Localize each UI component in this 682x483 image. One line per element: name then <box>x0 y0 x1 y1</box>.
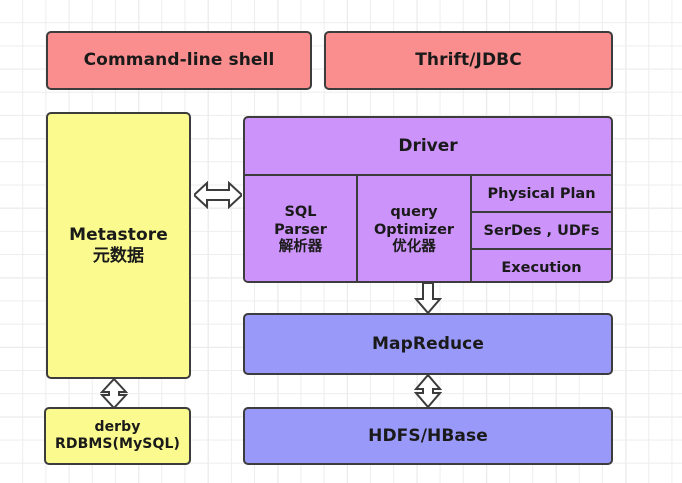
derby-label-line1: derby <box>94 419 141 436</box>
node-execution[interactable]: Execution <box>472 250 611 281</box>
node-hdfs-hbase[interactable]: HDFS/HBase <box>243 407 613 465</box>
node-thrift-jdbc[interactable]: Thrift/JDBC <box>324 31 613 90</box>
node-sql-parser[interactable]: SQL Parser 解析器 <box>245 176 358 281</box>
query-optimizer-line1: query <box>390 203 438 220</box>
sql-parser-line2: Parser <box>274 221 327 238</box>
node-label: Command-line shell <box>83 50 275 71</box>
down-arrow-icon <box>414 283 442 313</box>
query-optimizer-line2: Optimizer <box>373 221 455 238</box>
query-optimizer-line3: 优化器 <box>392 239 436 256</box>
node-metastore[interactable]: Metastore 元数据 <box>46 112 191 379</box>
metastore-labels: Metastore 元数据 <box>69 225 168 265</box>
node-command-line-shell[interactable]: Command-line shell <box>46 31 312 90</box>
node-label: MapReduce <box>372 333 484 354</box>
node-label: HDFS/HBase <box>368 425 488 446</box>
sql-parser-line3: 解析器 <box>278 239 323 256</box>
node-physical-plan[interactable]: Physical Plan <box>472 176 611 213</box>
metastore-label-en: Metastore <box>69 225 168 246</box>
metastore-label-zh: 元数据 <box>92 245 145 266</box>
node-query-optimizer[interactable]: query Optimizer 优化器 <box>358 176 472 281</box>
query-optimizer-labels: query Optimizer 优化器 <box>374 204 454 257</box>
double-vertical-arrow-icon <box>414 375 442 407</box>
node-label: Physical Plan <box>487 185 596 202</box>
derby-labels: derby RDBMS(MySQL) <box>55 419 180 452</box>
node-label: Thrift/JDBC <box>415 50 522 71</box>
node-serdes-udfs[interactable]: SerDes , UDFs <box>472 213 611 250</box>
double-horizontal-arrow-icon <box>194 181 242 209</box>
sql-parser-line1: SQL <box>284 203 317 220</box>
node-mapreduce[interactable]: MapReduce <box>243 313 613 375</box>
node-label: SerDes , UDFs <box>483 222 600 239</box>
driver-body: SQL Parser 解析器 query Optimizer 优化器 Physi… <box>245 176 611 281</box>
node-label: Execution <box>501 259 582 276</box>
node-derby-rdbms[interactable]: derby RDBMS(MySQL) <box>44 407 191 465</box>
driver-header: Driver <box>245 118 611 176</box>
sql-parser-labels: SQL Parser 解析器 <box>274 204 327 257</box>
node-driver-group[interactable]: Driver SQL Parser 解析器 query Optimizer 优化… <box>243 116 613 283</box>
driver-title: Driver <box>398 136 458 156</box>
derby-label-line2: RDBMS(MySQL) <box>54 436 181 452</box>
double-vertical-arrow-icon <box>100 379 128 408</box>
driver-right-stack: Physical Plan SerDes , UDFs Execution <box>472 176 611 281</box>
